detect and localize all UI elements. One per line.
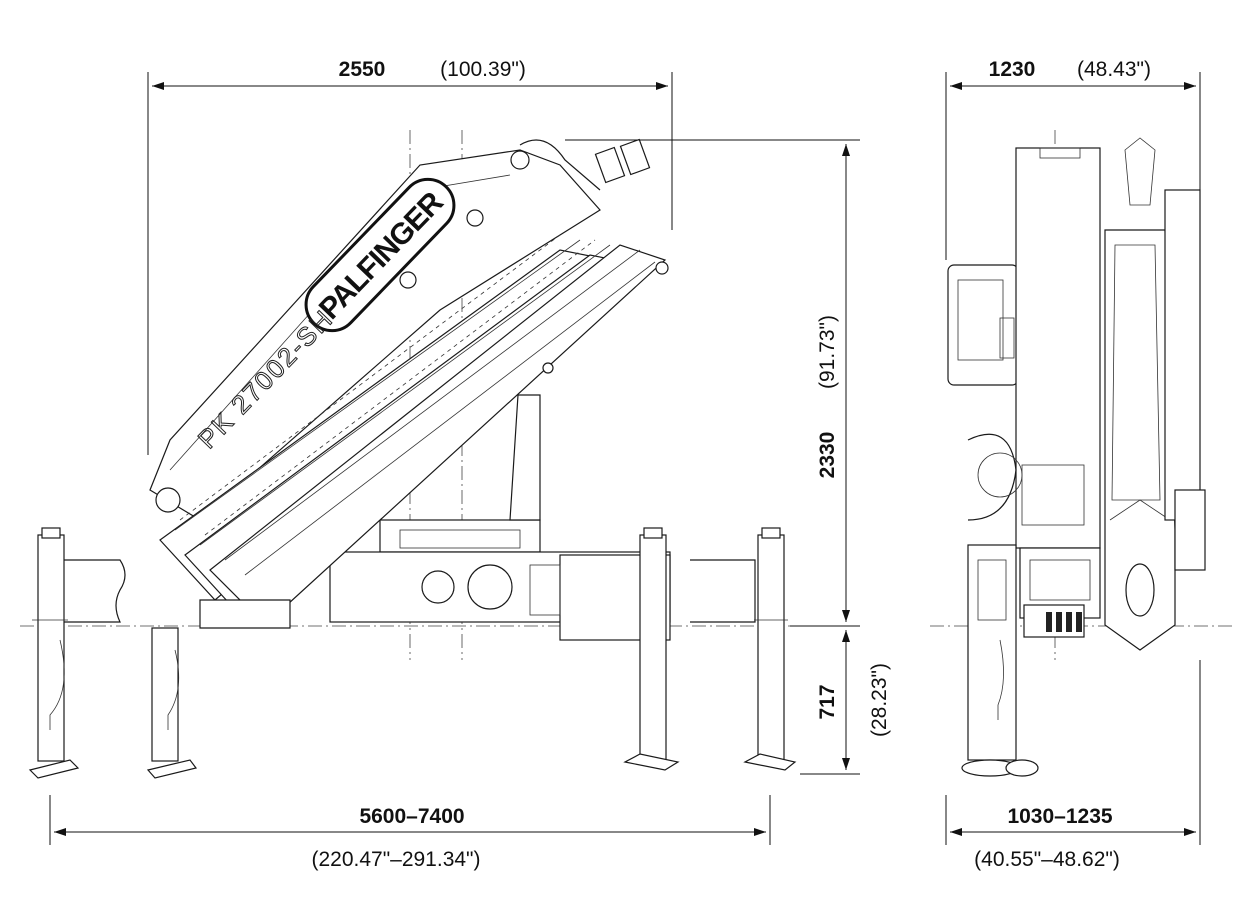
rear-view — [930, 130, 1235, 777]
side-width-metric: 2550 — [339, 58, 386, 81]
rear-base-dimension: 1030–1235 (40.55"–48.62") — [945, 660, 1201, 871]
below-ground-imperial: (28.23") — [868, 663, 891, 737]
side-view: PALFINGER PK 27002-SH — [20, 130, 800, 779]
rear-width-imperial: (48.43") — [1077, 58, 1151, 81]
column — [509, 394, 541, 521]
side-height-dimension: 2330 (91.73") — [565, 139, 860, 627]
boom-foot — [199, 599, 291, 629]
leg-hose-2 — [167, 649, 180, 730]
outrigger-leg-far-right — [743, 527, 797, 771]
below-ground-metric: 717 — [816, 684, 839, 719]
extension-booms — [159, 138, 669, 626]
rear-base-metric: 1030–1235 — [1007, 805, 1112, 828]
side-height-imperial: (91.73") — [816, 315, 839, 389]
outrigger-leg-right — [623, 527, 680, 771]
side-height-metric: 2330 — [816, 432, 839, 479]
rear-width-metric: 1230 — [989, 58, 1036, 81]
below-ground-dimension: 717 (28.23") — [800, 630, 891, 775]
outrigger-leg-left — [146, 627, 198, 779]
rear-width-dimension: 1230 (48.43") — [945, 58, 1201, 260]
rear-base-imperial: (40.55"–48.62") — [974, 848, 1120, 871]
side-width-imperial: (100.39") — [440, 58, 526, 81]
outrigger-span-metric: 5600–7400 — [359, 805, 464, 828]
outrigger-span-imperial: (220.47"–291.34") — [311, 848, 480, 871]
outrigger-leg-far-left — [28, 527, 80, 779]
chassis-beam — [60, 559, 756, 623]
main-boom — [149, 149, 601, 521]
leg-hose — [49, 639, 65, 730]
side-width-dimension: 2550 (100.39") — [147, 58, 673, 455]
crane-base — [329, 519, 671, 641]
outrigger-span-dimension: 5600–7400 (220.47"–291.34") — [49, 795, 771, 871]
